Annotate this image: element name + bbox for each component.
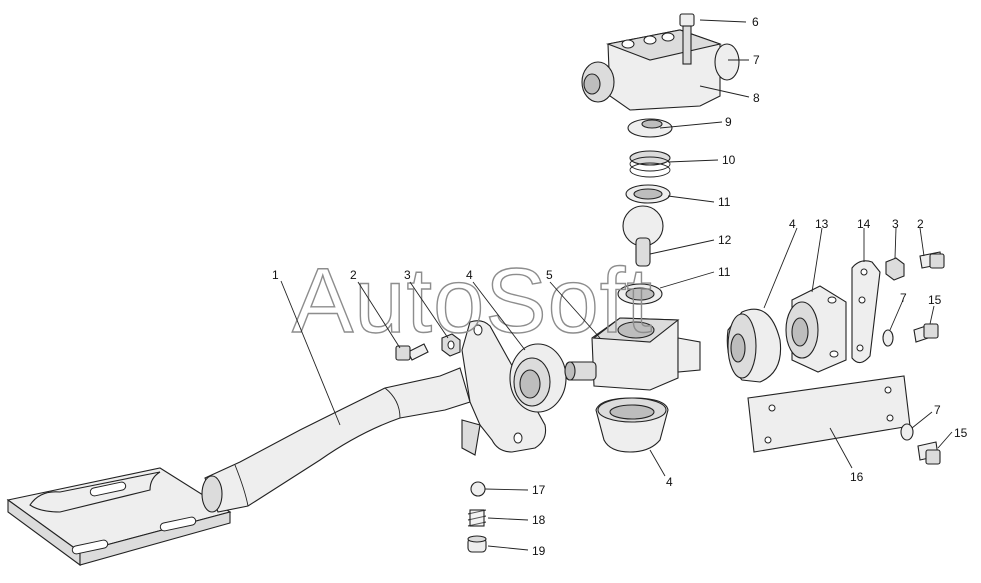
part-8-valve-head [581,29,740,111]
part-3-nut-left [441,333,461,357]
callout-18: 18 [532,513,546,527]
callout-2-right: 2 [917,217,924,231]
callout-4-right: 4 [789,217,796,231]
part-4-housing-left [509,343,567,413]
callout-3: 3 [404,268,411,282]
callout-7-lower: 7 [934,403,941,417]
callout-17: 17 [532,483,546,497]
part-19-plug [467,535,487,553]
part-7-washer-lower [900,423,914,441]
callout-15-lower: 15 [954,426,968,440]
callout-13: 13 [815,217,829,231]
part-13-bearing-block [785,285,847,373]
part-9-cap [627,118,673,138]
leader-lines [280,19,953,551]
part-1-tube-assembly [6,320,547,567]
part-12-ball-pin [622,205,664,267]
part-11-ring-upper [625,184,671,204]
autosoft-watermark: AutoSoft [292,250,653,352]
callout-4: 4 [466,268,473,282]
part-10-spring [629,150,671,178]
part-7-washer-right [882,329,894,347]
part-18-spring [467,509,487,527]
part-2-bolt-left [395,343,429,361]
callout-5: 5 [546,268,553,282]
callout-15-upper: 15 [928,293,942,307]
callout-14: 14 [857,217,871,231]
callout-6: 6 [752,15,759,29]
callout-labels: 1 2 3 4 5 6 7 8 9 10 11 12 11 4 13 14 3 … [272,15,968,558]
part-4-housing-right [726,308,782,383]
callout-19: 19 [532,544,546,558]
part-11-ring-lower [617,283,663,305]
part-14-link-plate [851,260,881,364]
part-3-nut-right [885,257,905,281]
callout-8: 8 [753,91,760,105]
callout-11-lower: 11 [718,265,731,279]
part-17-ball [470,481,486,497]
callout-1: 1 [272,268,279,282]
callout-10: 10 [722,153,736,167]
callout-3-right: 3 [892,217,899,231]
callout-7-right: 7 [900,291,907,305]
part-5-central-body [564,317,701,391]
part-16-plate [747,375,911,453]
callout-2: 2 [350,268,357,282]
callout-16: 16 [850,470,864,484]
part-15-bolt-right-upper [913,323,939,343]
callout-9: 9 [725,115,732,129]
callout-11-upper: 11 [718,195,731,209]
callout-4-bottom: 4 [666,475,673,489]
part-6-top-bolt [679,13,695,65]
part-4-housing-bottom [595,397,669,453]
part-2-bolt-right [919,251,945,269]
callout-7: 7 [753,53,760,67]
part-15-bolt-right-lower [917,441,941,465]
callout-12: 12 [718,233,732,247]
